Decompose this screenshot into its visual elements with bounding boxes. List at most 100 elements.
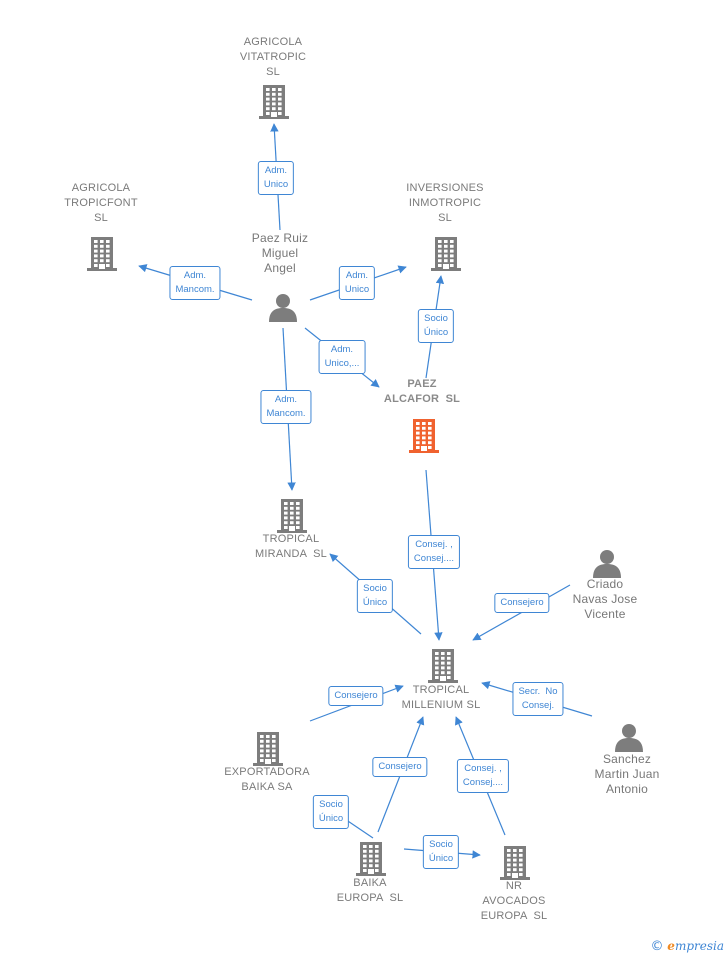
edge-label-line: Consej. bbox=[521, 700, 555, 711]
node-label-line: NR bbox=[505, 880, 523, 892]
node-agricola-tropicfont-icon-wrap[interactable] bbox=[87, 235, 117, 276]
node-criado-navas-icon-wrap[interactable] bbox=[592, 548, 622, 583]
focus-building-icon bbox=[409, 419, 439, 453]
node-label-line: Antonio bbox=[605, 782, 649, 796]
node-label-line: AGRICOLA bbox=[243, 36, 303, 48]
node-label-line: Paez Ruiz bbox=[251, 231, 309, 245]
node-label-line: TROPICAL bbox=[412, 684, 470, 696]
building-icon bbox=[277, 499, 307, 533]
node-label-paez-alcafor[interactable]: PAEZ ALCAFOR SL bbox=[384, 377, 460, 407]
node-label-tropical-miranda[interactable]: TROPICAL MIRANDA SL bbox=[255, 532, 327, 562]
node-label-line: Sanchez bbox=[602, 752, 652, 766]
edge-label-line: Único bbox=[428, 853, 454, 864]
node-label-line: TROPICAL bbox=[262, 533, 320, 545]
edge-label-e6[interactable]: Adm.Mancom. bbox=[260, 390, 312, 424]
node-label-line: INVERSIONES bbox=[406, 182, 484, 194]
edge-label-line: Socio bbox=[319, 799, 343, 810]
node-nr-avocados-icon-wrap[interactable] bbox=[500, 844, 530, 885]
edge-label-line: Consej.... bbox=[462, 777, 504, 788]
node-label-exportadora-baika[interactable]: EXPORTADORA BAIKA SA bbox=[224, 765, 310, 795]
node-label-line: BAIKA bbox=[353, 877, 387, 889]
node-label-line: PAEZ bbox=[407, 378, 437, 390]
building-icon bbox=[500, 846, 530, 880]
node-label-line: EUROPA SL bbox=[480, 910, 548, 922]
person-icon bbox=[269, 294, 297, 322]
node-inversiones-inmotropic-icon-wrap[interactable] bbox=[431, 235, 461, 276]
edge-label-line: Consejero bbox=[378, 761, 422, 772]
edge-label-line: Secr. No bbox=[518, 686, 558, 697]
node-label-line: AGRICOLA bbox=[71, 182, 131, 194]
node-sanchez-martin-icon-wrap[interactable] bbox=[614, 722, 644, 757]
node-baika-europa-icon-wrap[interactable] bbox=[356, 840, 386, 881]
node-paez-ruiz-icon-wrap[interactable] bbox=[268, 292, 298, 327]
copyright-icon: © bbox=[650, 939, 664, 954]
edge-label-line: Mancom. bbox=[175, 284, 215, 295]
node-label-line: EXPORTADORA bbox=[224, 766, 310, 778]
node-label-agricola-tropicfont[interactable]: AGRICOLA TROPICFONT SL bbox=[64, 181, 138, 226]
person-icon bbox=[593, 550, 621, 578]
node-label-line: MILLENIUM SL bbox=[401, 699, 481, 711]
node-label-line: EUROPA SL bbox=[336, 892, 404, 904]
edge-label-e13[interactable]: Consej. , Consej.... bbox=[456, 759, 510, 793]
building-icon bbox=[253, 732, 283, 766]
brand-name: mpresia bbox=[674, 939, 724, 953]
building-icon bbox=[356, 842, 386, 876]
node-label-line: SL bbox=[94, 212, 108, 224]
edge-label-line: Mancom. bbox=[266, 408, 306, 419]
edge-label-e2[interactable]: Adm. Mancom. bbox=[169, 266, 221, 300]
node-paez-alcafor-icon-wrap[interactable] bbox=[409, 417, 439, 458]
brand-initial: e bbox=[667, 939, 675, 953]
edge-label-line: Socio bbox=[363, 583, 387, 594]
edge-label-line: Consej. , bbox=[415, 539, 453, 550]
edge-label-line: Único bbox=[423, 327, 449, 338]
node-agricola-vitatropic-icon-wrap[interactable] bbox=[259, 83, 289, 124]
node-label-line: Criado bbox=[586, 577, 624, 591]
edge-label-e7[interactable]: Consej. , Consej.... bbox=[407, 535, 461, 569]
building-icon bbox=[259, 85, 289, 119]
node-label-agricola-vitatropic[interactable]: AGRICOLA VITATROPIC SL bbox=[240, 35, 306, 80]
node-tropical-miranda-icon-wrap[interactable] bbox=[277, 497, 307, 538]
edge-label-e1[interactable]: Adm.Unico bbox=[257, 161, 295, 195]
edge-label-e9[interactable]: Consejero bbox=[494, 593, 550, 613]
node-label-line: VITATROPIC bbox=[239, 51, 307, 63]
edge-label-line: Adm. bbox=[345, 270, 369, 281]
node-label-line: TROPICFONT bbox=[64, 197, 138, 209]
node-label-line: Angel bbox=[264, 261, 296, 275]
edge-label-line: Consej.... bbox=[413, 553, 455, 564]
node-label-line: Miguel bbox=[261, 246, 299, 260]
building-icon bbox=[431, 237, 461, 271]
edge-label-e11[interactable]: Secr. No Consej. bbox=[512, 682, 564, 716]
building-icon bbox=[87, 237, 117, 271]
node-label-line: BAIKA SA bbox=[241, 781, 293, 793]
edge-label-e10[interactable]: Consejero bbox=[328, 686, 384, 706]
edge-label-line: Adm. bbox=[264, 165, 288, 176]
node-tropical-millenium-icon-wrap[interactable] bbox=[428, 647, 458, 688]
node-label-line: Martin Juan bbox=[594, 767, 660, 781]
edge-label-line: Adm. bbox=[330, 344, 354, 355]
person-icon bbox=[615, 724, 643, 752]
node-label-line: SL bbox=[266, 66, 280, 78]
node-label-line: MIRANDA SL bbox=[255, 548, 327, 560]
edge-label-line: Consejero bbox=[334, 690, 378, 701]
node-label-tropical-millenium[interactable]: TROPICAL MILLENIUM SL bbox=[402, 683, 481, 713]
edge-label-e12[interactable]: Consejero bbox=[372, 757, 428, 777]
node-label-line: ALCAFOR SL bbox=[383, 393, 461, 405]
node-label-baika-europa[interactable]: BAIKA EUROPA SL bbox=[337, 876, 404, 906]
edge-label-line: Unico,... bbox=[324, 358, 360, 369]
node-label-line: Navas Jose bbox=[572, 592, 638, 606]
node-exportadora-baika-icon-wrap[interactable] bbox=[253, 730, 283, 771]
edge-label-e3[interactable]: Adm.Unico bbox=[338, 266, 376, 300]
edge-label-line: Adm. bbox=[183, 270, 207, 281]
edge-label-e4[interactable]: Adm. Unico,... bbox=[318, 340, 366, 374]
edge-label-line: Consej. , bbox=[464, 763, 502, 774]
